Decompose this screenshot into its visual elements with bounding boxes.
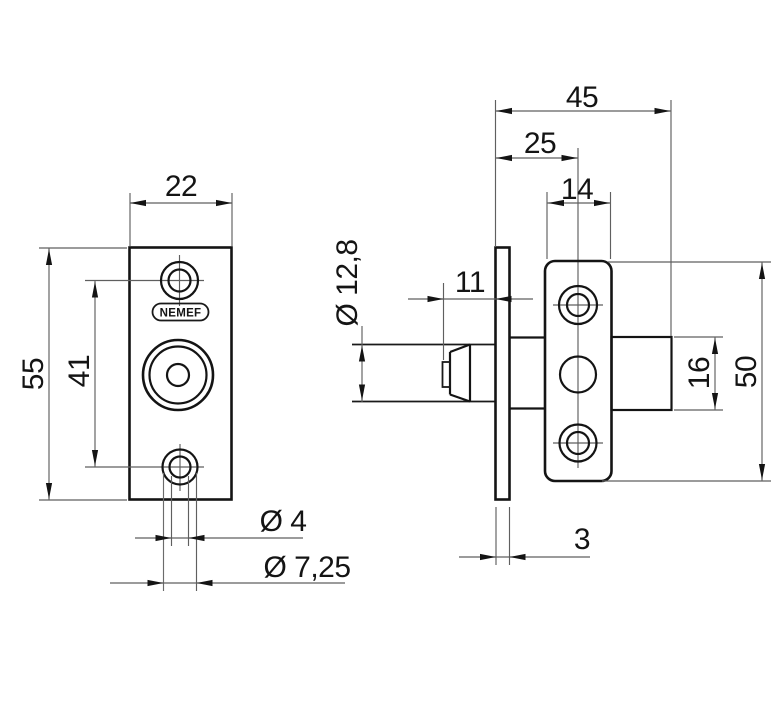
brand-logo-text: NEMEF — [160, 308, 202, 320]
dim-label-plate-thickness: 3 — [574, 523, 590, 556]
dim-label-screw-dia: Ø 4 — [260, 505, 307, 538]
case-top-screw-hole — [565, 292, 591, 318]
arrowhead-icon — [91, 281, 99, 298]
cylinder-outer-ring — [141, 338, 215, 412]
top-screw-countersink — [159, 260, 200, 301]
arrowhead-icon — [155, 534, 172, 542]
arrowhead-icon — [548, 199, 564, 207]
dim-label-total-depth: 45 — [566, 81, 598, 114]
dim-label-case-width: 14 — [561, 173, 593, 206]
cylinder-inner-ring — [148, 345, 208, 405]
arrowhead-icon — [509, 553, 526, 561]
arrowhead-icon — [496, 107, 512, 115]
arrowhead-icon — [495, 295, 512, 303]
arrowhead-icon — [711, 338, 719, 354]
arrowhead-icon — [758, 263, 766, 279]
arrowhead-icon — [480, 553, 496, 561]
arrowhead-icon — [358, 345, 366, 362]
case-spindle-hole — [558, 355, 598, 394]
arrowhead-icon — [594, 199, 610, 207]
arrowhead-icon — [758, 464, 766, 480]
housing-rear-block — [610, 335, 673, 412]
brand-logo-outline — [151, 302, 210, 322]
dim-label-backset: 25 — [524, 127, 556, 160]
dimension-arrowheads — [45, 107, 766, 587]
arrowhead-icon — [358, 384, 366, 401]
arrowhead-icon — [561, 154, 578, 162]
case-top-screw-countersink — [557, 284, 599, 326]
faceplate-side — [494, 246, 511, 501]
dim-label-hole-spacing: 41 — [63, 355, 96, 387]
bottom-screw-countersink — [161, 448, 199, 486]
arrowhead-icon — [654, 107, 671, 115]
bottom-screw-hole — [168, 455, 192, 479]
arrowhead-icon — [711, 393, 719, 409]
arrowhead-icon — [496, 154, 512, 162]
arrowhead-icon — [196, 579, 213, 587]
arrowhead-icon — [188, 534, 205, 542]
front-view: NEMEF 22 55 41 Ø 4 Ø 7,25 — [17, 170, 351, 591]
dim-label-countersink-dia: Ø 7,25 — [263, 551, 350, 584]
cylinder-center-hole — [165, 362, 191, 388]
arrowhead-icon — [91, 450, 99, 466]
top-screw-hole — [167, 268, 192, 293]
side-view: 45 25 14 11 Ø 12,8 16 50 3 — [331, 81, 771, 565]
arrowhead-icon — [45, 249, 53, 265]
faceplate-front — [128, 246, 233, 501]
bolt-taper-top — [449, 343, 471, 354]
dim-label-front-width: 22 — [165, 170, 197, 203]
case-bottom-screw-hole — [565, 430, 591, 456]
dim-label-front-height: 55 — [17, 358, 50, 390]
dim-label-bolt-dia: Ø 12,8 — [331, 239, 364, 326]
arrowhead-icon — [130, 199, 146, 207]
arrowhead-icon — [45, 483, 53, 499]
arrowhead-icon — [427, 295, 444, 303]
dim-label-case-height: 50 — [730, 356, 763, 388]
bolt-taper-bottom — [449, 393, 471, 403]
dim-label-housing-height: 16 — [683, 357, 716, 389]
arrowhead-icon — [147, 579, 164, 587]
case-bottom-screw-countersink — [558, 423, 598, 463]
arrowhead-icon — [216, 199, 232, 207]
dim-label-bolt-throw: 11 — [455, 266, 485, 299]
bolt-tip-nub — [441, 361, 451, 388]
